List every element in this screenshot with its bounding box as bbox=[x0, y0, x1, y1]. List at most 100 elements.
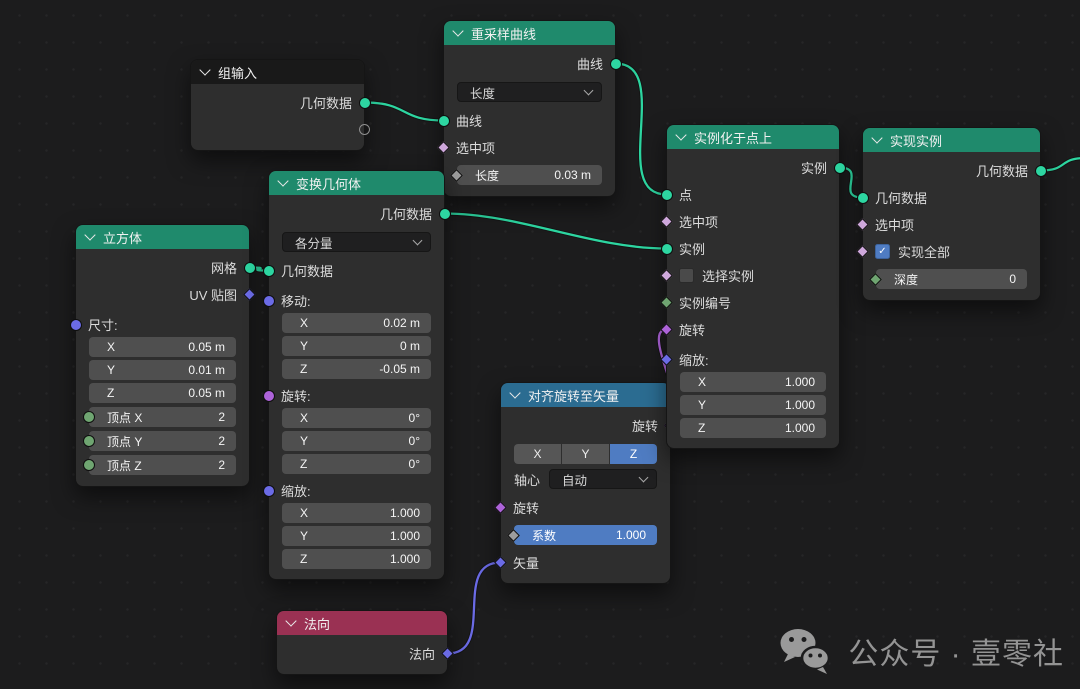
node-body: 法向 bbox=[277, 635, 454, 674]
node-header[interactable]: 组输入 bbox=[191, 60, 364, 84]
node-header[interactable]: 实例化于点上 bbox=[667, 125, 839, 149]
socket-label: 旋转 bbox=[679, 323, 706, 338]
collapse-chevron-icon bbox=[277, 175, 289, 187]
node-header[interactable]: 立方体 bbox=[76, 225, 249, 249]
socket-row: 缩放: bbox=[262, 478, 444, 503]
field-value: 0° bbox=[408, 457, 420, 471]
input-socket[interactable] bbox=[262, 389, 275, 402]
node-header[interactable]: 变换几何体 bbox=[269, 171, 444, 195]
input-socket[interactable] bbox=[856, 191, 869, 204]
chevron-down-icon bbox=[638, 472, 649, 483]
input-socket[interactable] bbox=[262, 484, 275, 497]
field-value: 1.000 bbox=[389, 552, 420, 566]
input-socket[interactable] bbox=[69, 318, 82, 331]
socket-row: 旋转 bbox=[501, 412, 677, 439]
node-header[interactable]: 重采样曲线 bbox=[444, 21, 615, 45]
input-socket[interactable] bbox=[82, 435, 95, 447]
dropdown[interactable]: 各分量 bbox=[282, 232, 431, 252]
input-socket[interactable] bbox=[660, 242, 673, 255]
socket-row: 点 bbox=[660, 181, 839, 208]
node-header[interactable]: 对齐旋转至矢量 bbox=[501, 383, 670, 407]
dropdown[interactable]: 长度 bbox=[457, 82, 602, 102]
socket-label: 点 bbox=[679, 188, 693, 203]
field-label: 深度 bbox=[894, 272, 919, 287]
checkbox[interactable]: ✓ bbox=[875, 244, 890, 259]
field-value: 1.000 bbox=[389, 529, 420, 543]
output-socket[interactable] bbox=[609, 57, 622, 70]
field-label: 顶点 Y bbox=[107, 434, 143, 449]
chevron-down-icon bbox=[412, 235, 423, 246]
socket-row: UV 贴图 bbox=[76, 281, 256, 308]
output-socket[interactable] bbox=[1034, 164, 1047, 177]
virtual-socket[interactable] bbox=[359, 124, 370, 135]
dropdown[interactable]: 自动 bbox=[549, 469, 657, 489]
output-socket[interactable] bbox=[833, 161, 846, 174]
wire bbox=[838, 166, 864, 199]
field-label: X bbox=[107, 340, 116, 354]
axis-button-z[interactable]: Z bbox=[610, 444, 657, 464]
input-socket[interactable] bbox=[437, 114, 450, 127]
wire bbox=[248, 266, 270, 272]
output-socket[interactable] bbox=[243, 261, 256, 274]
axis-button-x[interactable]: X bbox=[514, 444, 561, 464]
socket-row: 网格 bbox=[76, 254, 256, 281]
axis-button-y[interactable]: Y bbox=[562, 444, 609, 464]
field-label: Y bbox=[698, 398, 707, 412]
field-value: 0.02 m bbox=[383, 316, 420, 330]
node-header[interactable]: 法向 bbox=[277, 611, 447, 635]
input-socket[interactable] bbox=[82, 459, 95, 471]
field-label: X bbox=[300, 411, 309, 425]
value-field[interactable]: Z-0.05 m bbox=[282, 359, 431, 379]
checkbox-label: 实现全部 bbox=[898, 245, 951, 260]
checkbox[interactable] bbox=[679, 268, 694, 283]
output-socket[interactable] bbox=[438, 207, 451, 220]
socket-label: 网格 bbox=[210, 261, 237, 276]
field-value: 0 bbox=[1009, 272, 1016, 286]
input-socket[interactable] bbox=[660, 188, 673, 201]
value-field[interactable]: Y 1.000 bbox=[680, 395, 826, 415]
field-value: 0.03 m bbox=[554, 168, 591, 182]
socket-row: 缩放: bbox=[660, 347, 839, 372]
node-header[interactable]: 实现实例 bbox=[863, 128, 1040, 152]
field-value: 0 m bbox=[399, 339, 420, 353]
input-socket[interactable] bbox=[82, 411, 95, 423]
node-title: 立方体 bbox=[103, 230, 143, 246]
input-socket[interactable] bbox=[262, 264, 275, 277]
value-field[interactable]: 深度 0 bbox=[876, 269, 1027, 289]
socket-label: 几何数据 bbox=[379, 207, 432, 222]
socket-label: 旋转: bbox=[281, 389, 311, 404]
output-socket[interactable] bbox=[358, 96, 371, 109]
input-socket[interactable] bbox=[262, 294, 275, 307]
socket-row: 几何数据 bbox=[863, 157, 1047, 184]
field-value: 1.000 bbox=[784, 398, 815, 412]
node-title: 实现实例 bbox=[890, 133, 943, 149]
collapse-chevron-icon bbox=[871, 132, 883, 144]
dropdown-value: 各分量 bbox=[295, 236, 333, 251]
